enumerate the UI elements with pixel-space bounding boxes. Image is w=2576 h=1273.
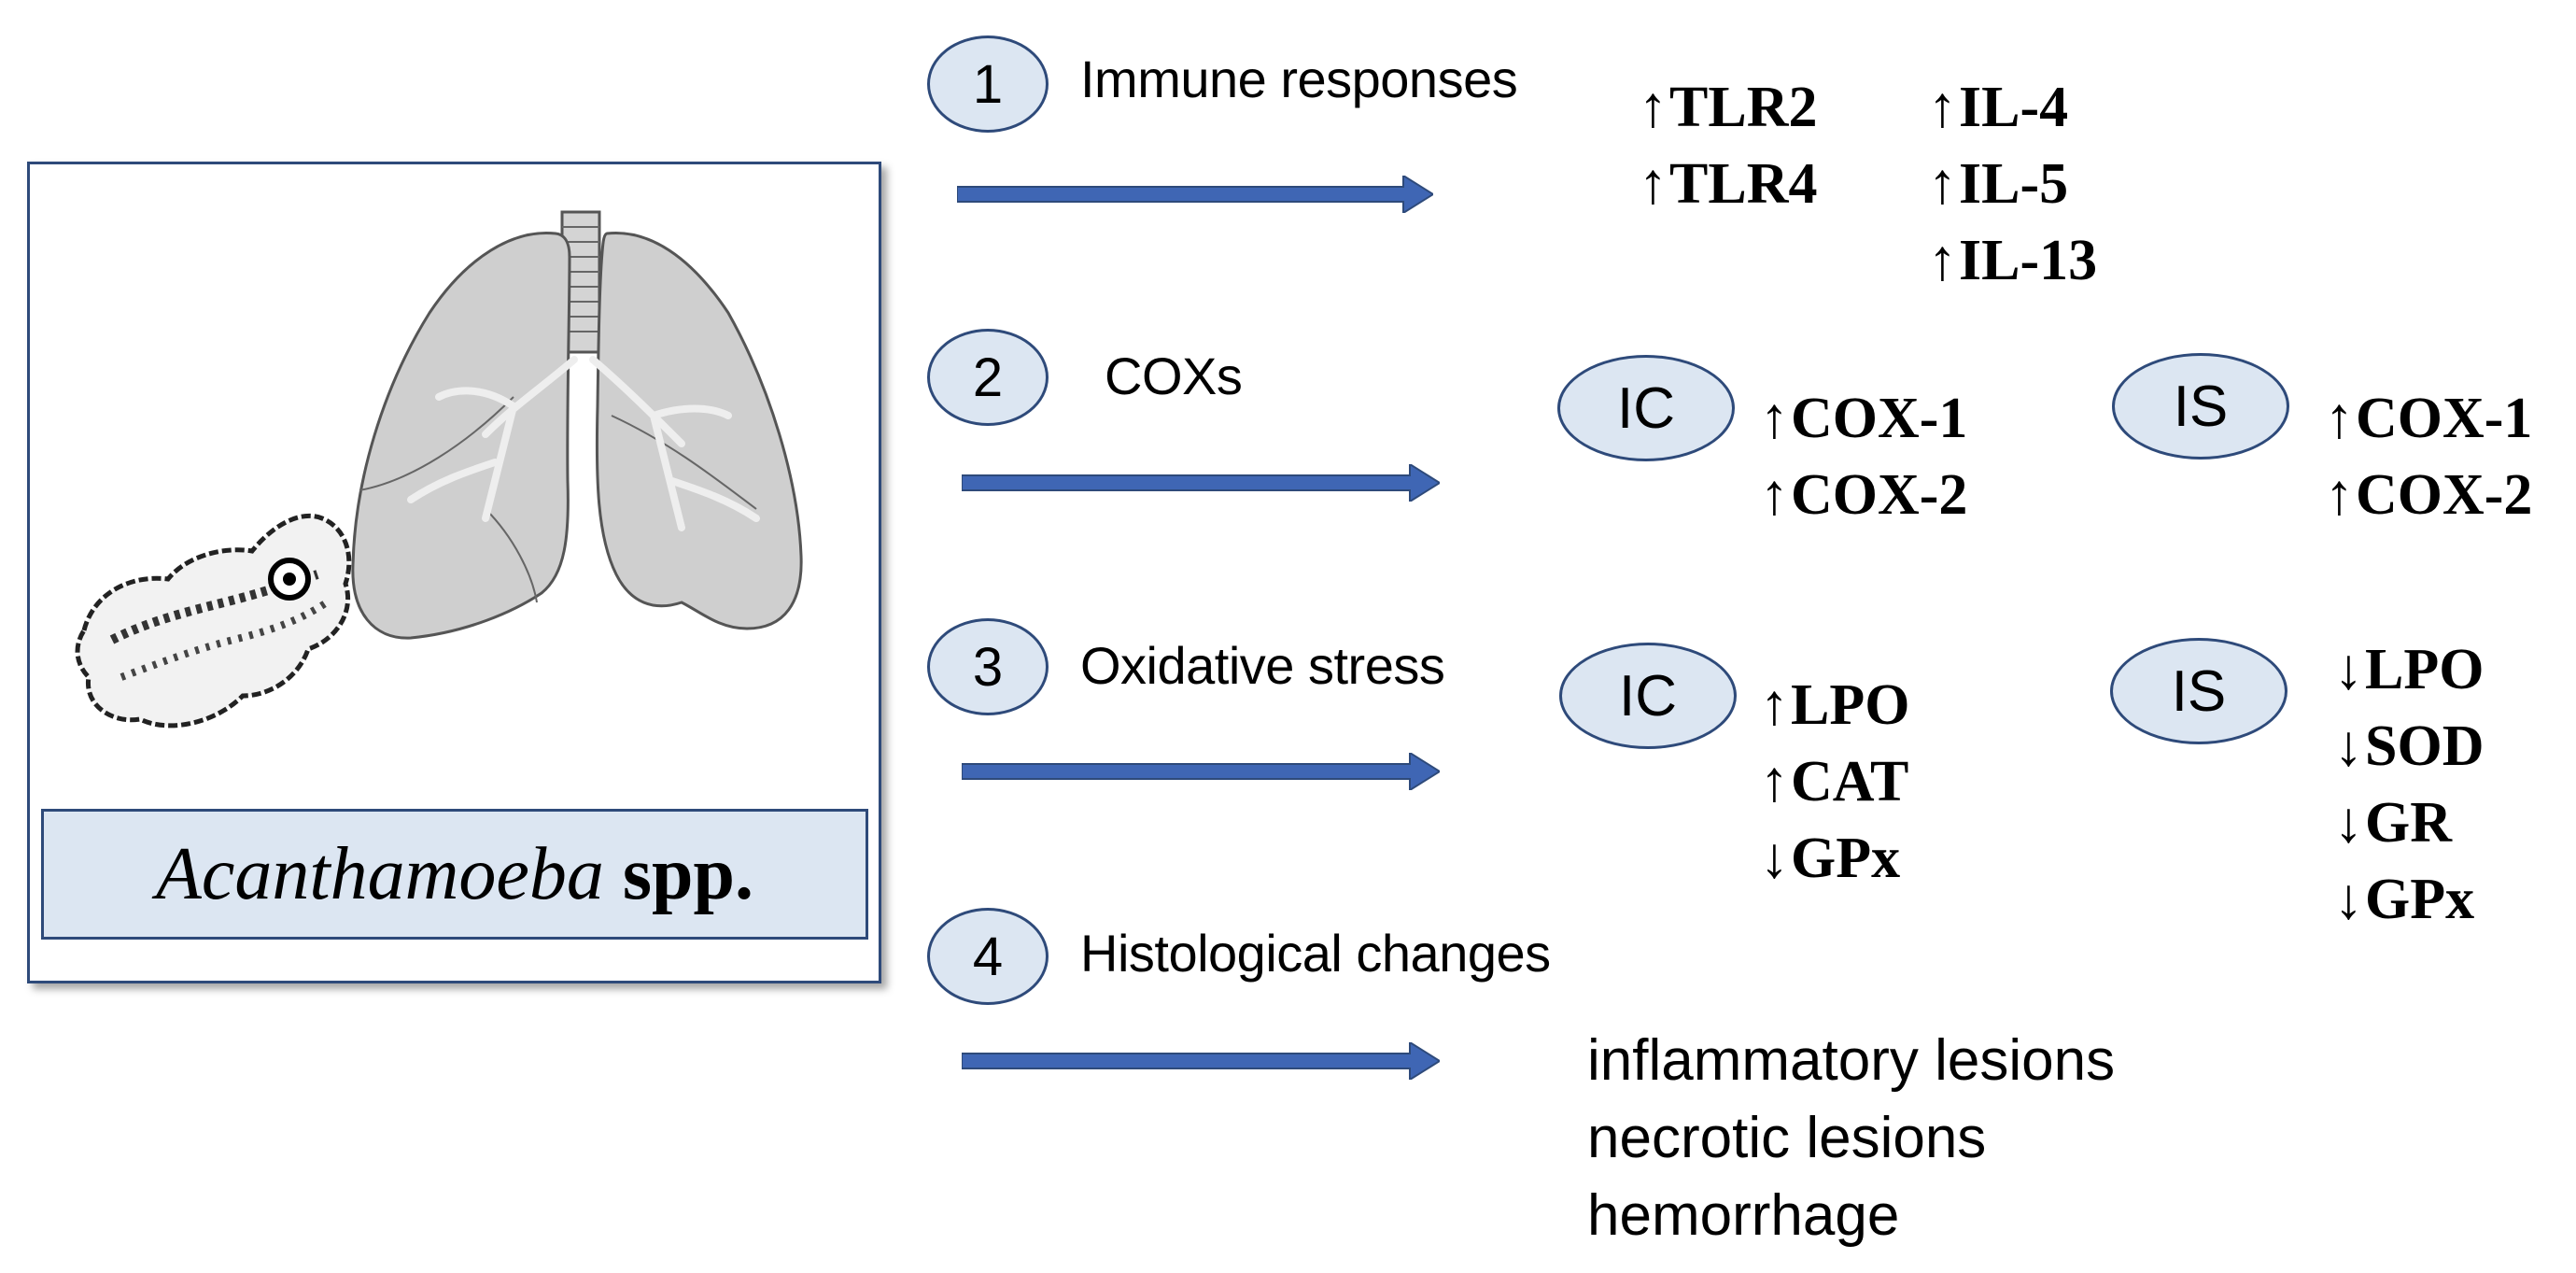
step-3-arrow-icon [962,753,1440,790]
step-2-arrow-icon [962,464,1440,502]
marker-ic-gpx: ↓GPx [1760,827,1901,890]
step-2-title: COXs [1105,347,1243,405]
step-1-tlr-list: ↑TLR2 ↑TLR4 [1639,69,1817,222]
step-1-badge: 1 [927,35,1049,133]
marker-ic-cat: ↑CAT [1760,750,1909,813]
step-3-title: Oxidative stress [1080,636,1445,695]
step-4-outcomes: inflammatory lesions necrotic lesions he… [1587,1022,2115,1254]
left-lung-icon [351,231,578,640]
marker-is-cox1: ↑COX-1 [2325,387,2533,450]
marker-ic-cox2: ↑COX-2 [1760,463,1968,527]
marker-il4: ↑IL-4 [1928,76,2069,139]
step-3-badge: 3 [927,618,1049,715]
step-3-is-badge: IS [2110,638,2287,744]
right-lung-icon [589,231,803,630]
marker-il5: ↑IL-5 [1928,152,2069,216]
outcome-hemorrhage: hemorrhage [1587,1183,1900,1248]
marker-is-gr: ↓GR [2334,791,2452,855]
organism-species: spp. [622,832,753,915]
step-1-title: Immune responses [1080,50,1518,108]
step-4-title: Histological changes [1080,924,1551,983]
step-3-is-markers: ↓LPO ↓SOD ↓GR ↓GPx [2334,631,2484,938]
marker-is-cox2: ↑COX-2 [2325,463,2533,527]
marker-ic-cox1: ↑COX-1 [1760,387,1968,450]
step-1-il-list: ↑IL-4 ↑IL-5 ↑IL-13 [1928,69,2097,299]
step-3-ic-markers: ↑LPO ↑CAT ↓GPx [1760,667,1909,897]
outcome-necrotic-lesions: necrotic lesions [1587,1106,1987,1170]
marker-ic-lpo: ↑LPO [1760,673,1910,737]
step-2-is-markers: ↑COX-1 ↑COX-2 [2325,380,2532,533]
outcome-inflammatory-lesions: inflammatory lesions [1587,1028,2116,1093]
step-1-arrow-icon [957,176,1433,213]
step-2-badge: 2 [927,329,1049,426]
marker-tlr4: ↑TLR4 [1639,152,1818,216]
step-4-arrow-icon [962,1042,1440,1080]
step-4-badge: 4 [927,908,1049,1005]
marker-is-lpo: ↓LPO [2334,638,2485,701]
step-2-is-badge: IS [2112,353,2289,460]
marker-il13: ↑IL-13 [1928,229,2098,292]
marker-is-gpx: ↓GPx [2334,868,2475,931]
step-2-ic-badge: IC [1557,355,1735,461]
marker-tlr2: ↑TLR2 [1639,76,1818,139]
amoeba-icon [75,513,352,728]
organism-label: Acanthamoeba spp. [41,809,868,940]
step-2-ic-markers: ↑COX-1 ↑COX-2 [1760,380,1967,533]
marker-is-sod: ↓SOD [2334,714,2485,778]
lung-illustration [75,210,803,728]
organism-genus: Acanthamoeba [155,832,604,915]
step-3-ic-badge: IC [1559,643,1737,749]
